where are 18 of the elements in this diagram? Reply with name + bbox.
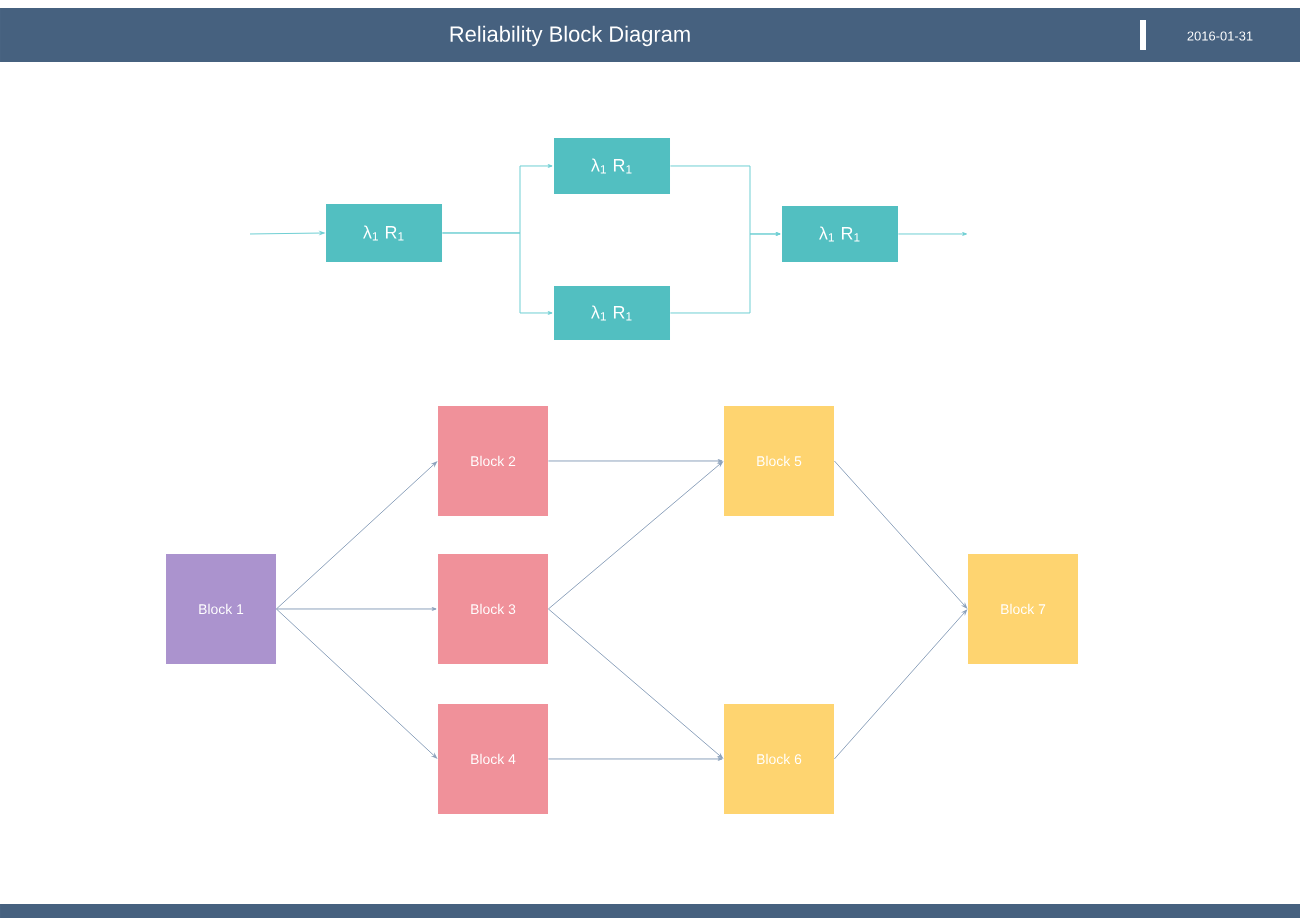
arrow [275,608,438,759]
arrow [669,232,781,314]
arrow [249,231,325,235]
component-box: λ$_{1}$ R$_{1}$ [326,203,442,262]
title: Reliability Block Diagram [450,25,690,47]
arrow [547,459,723,463]
component-box: λ$_{1}$ R$_{1}$ [554,285,670,340]
arrow [547,608,723,759]
arrow [547,461,723,610]
arrow [275,607,437,611]
arrow [275,461,437,610]
arrow [441,232,553,315]
arrow [833,460,968,609]
component-box: λ$_{1}$ R$_{1}$ [782,205,898,262]
arrow [833,609,968,760]
component-box: λ$_{1}$ R$_{1}$ [554,137,670,194]
arrow [897,232,967,236]
arrow [547,757,723,761]
